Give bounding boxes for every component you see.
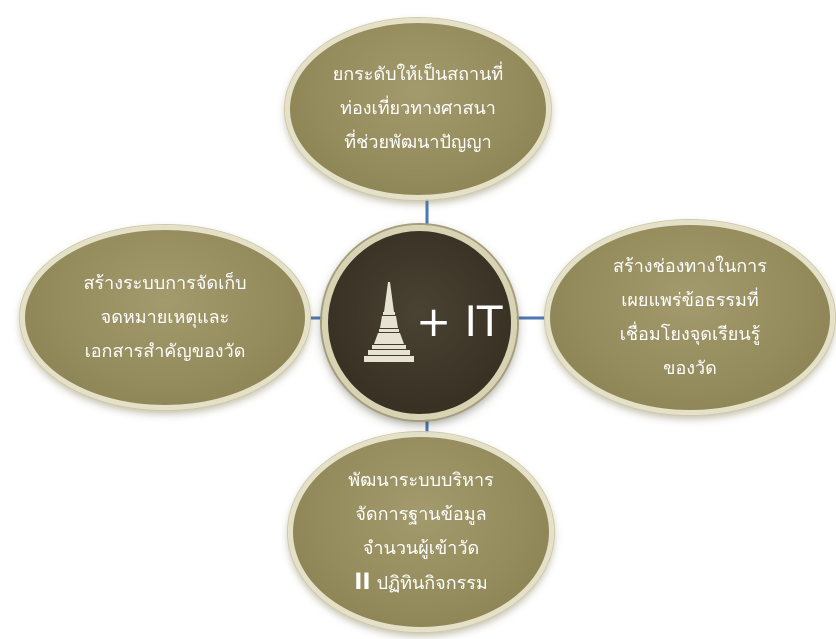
node-left-line: สร้างระบบการจัดเก็บ — [83, 272, 247, 294]
node-bottom-mark: II — [354, 569, 371, 595]
node-right-line: เผยแพร่ข้อธรรมที่ — [621, 289, 759, 311]
stupa-icon — [364, 282, 414, 362]
node-right-line: สร้างช่องทางในการ — [613, 255, 767, 277]
node-top-line: ท่องเที่ยวทางศาสนา — [340, 98, 496, 119]
node-left: สร้างระบบการจัดเก็บ จดหมายเหตุและ เอกสาร… — [20, 225, 310, 410]
node-left-line: จดหมายเหตุและ — [100, 306, 230, 328]
node-right-line: ของวัด — [663, 357, 717, 379]
node-top-line: ที่ช่วยพัฒนาปัญญา — [344, 132, 492, 153]
node-right-line: เชื่อมโยงจุดเรียนรู้ — [619, 323, 761, 345]
center-label: + IT — [416, 297, 503, 346]
node-bottom-line: พัฒนาระบบบริหาร — [348, 469, 494, 491]
node-top: ยกระดับให้เป็นสถานที่ ท่องเที่ยวทางศาสนา… — [285, 18, 551, 200]
node-bottom-line: จำนวนผู้เข้าวัด — [362, 537, 480, 559]
node-bottom: พัฒนาระบบบริหาร จัดการฐานข้อมูล จำนวนผู้… — [288, 432, 554, 632]
node-top-line: ยกระดับให้เป็นสถานที่ — [332, 64, 504, 85]
node-left-line: เอกสารสำคัญของวัด — [84, 340, 246, 362]
node-right: สร้างช่องทางในการ เผยแพร่ข้อธรรมที่ เชื่… — [545, 220, 835, 415]
center-hub — [322, 225, 517, 420]
node-bottom-line: จัดการฐานข้อมูล — [355, 503, 487, 525]
node-bottom-last-text: ปฏิทินกิจกรรม — [376, 572, 488, 594]
